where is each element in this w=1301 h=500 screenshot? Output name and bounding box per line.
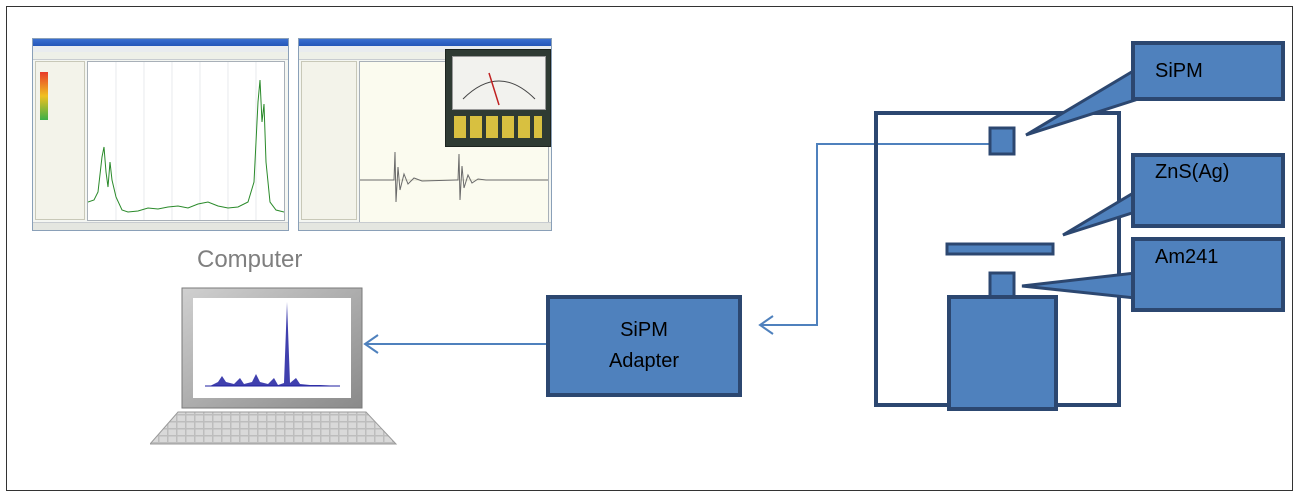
diagram-frame [6,6,1293,491]
detector-assembly [874,111,1121,411]
sipm-adapter-box: SiPM Adapter [546,295,742,397]
sipm-callout-label: SiPM [1155,59,1203,82]
meter-dial [452,56,546,110]
sipm-sensor [988,126,1016,156]
am241-callout-label: Am241 [1155,246,1219,268]
spectrum-software-screenshot [32,38,289,231]
settings-sidepanel [35,61,85,220]
computer-label: Computer [197,246,303,273]
oscilloscope-software-screenshot [298,38,552,231]
window-toolbar [33,52,288,60]
source-holder [947,295,1058,411]
window-statusbar [299,222,551,230]
level-meter [40,72,48,120]
zns-callout: ZnS(Ag) [1131,153,1285,228]
zns-callout-label: ZnS(Ag) [1155,161,1230,183]
window-toolbar [299,52,551,60]
analog-meter-panel [445,49,551,147]
spectrum-plot [87,61,285,221]
spectrum-chart-on-screen [205,302,340,387]
settings-sidepanel [301,61,357,220]
am241-callout: Am241 [1131,237,1285,312]
sipm-callout: SiPM [1131,41,1285,101]
spectrum-trace [88,62,284,220]
zns-callout-pointer [1062,189,1137,237]
window-titlebar [299,39,551,46]
window-statusbar [33,222,288,230]
meter-needle [462,72,536,106]
sipm-callout-pointer [1025,67,1137,137]
am241-callout-pointer [1021,271,1137,300]
window-titlebar [33,39,288,46]
laptop-icon [150,287,398,445]
waveform-trace [360,151,548,203]
zns-screen [945,242,1055,256]
connector-sipm-to-adapter [758,143,994,335]
meter-buttons [454,116,542,138]
sipm-adapter-label: SiPM Adapter [608,319,680,372]
connector-adapter-to-computer [363,334,546,354]
